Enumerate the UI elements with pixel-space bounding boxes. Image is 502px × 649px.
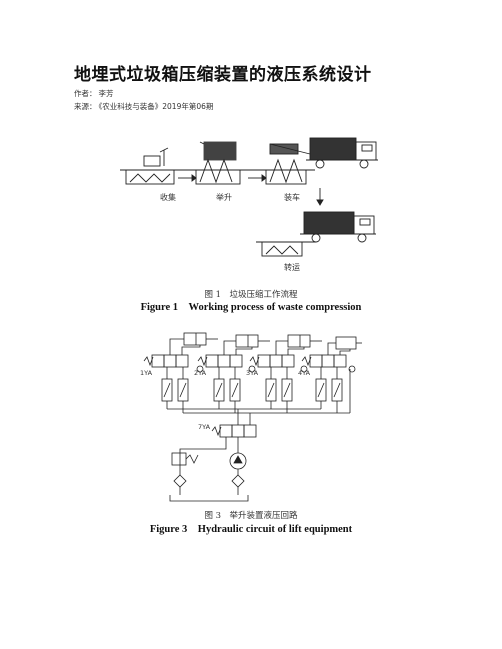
label-3ya: 3YA [246, 369, 259, 377]
article-title: 地埋式垃圾箱压缩装置的液压系统设计 [74, 65, 372, 85]
figure-3-caption-en: Figure 3 Hydraulic circuit of lift equip… [149, 524, 353, 535]
source-text: 《农业科技与装备》2019年第06期 [98, 102, 214, 111]
filter-2 [231, 474, 245, 488]
cylinder-3 [287, 334, 322, 348]
valve-2 [197, 354, 243, 368]
author-name: 李芳 [98, 89, 114, 98]
source-line: 来源：《农业科技与装备》2019年第06期 [74, 101, 213, 112]
valve-3 [249, 354, 295, 368]
pit-3 [265, 169, 307, 185]
pit-4 [261, 241, 303, 257]
author-label: 作者： [74, 89, 97, 98]
figure-3-hydraulic-circuit: 1YA 2YA 3YA 4YA 7YA [140, 332, 362, 502]
valve-1 [143, 354, 189, 368]
label-7ya: 7YA [198, 423, 211, 431]
flow-control-pairs [161, 378, 343, 402]
compactor-box [143, 155, 161, 167]
stage-label-lift: 举升 [216, 192, 232, 202]
label-1ya: 1YA [140, 369, 153, 377]
cylinder-4 [335, 336, 362, 350]
tank [169, 495, 249, 502]
filter-1 [173, 474, 187, 488]
scissor-lift-1 [129, 173, 171, 183]
label-4ya: 4YA [298, 369, 311, 377]
pit-1 [125, 169, 175, 185]
pit-2 [195, 169, 241, 185]
figure-3-caption-zh: 图 3 举升装置液压回路 [204, 511, 298, 521]
author-line: 作者：李芳 [74, 88, 114, 99]
stage-label-load: 装车 [284, 192, 300, 202]
truck-2-load [303, 211, 355, 235]
valve-7 [211, 424, 257, 438]
truck-1-load [309, 137, 357, 161]
waste-bin-raised [203, 141, 237, 161]
cylinder-2 [235, 334, 270, 348]
cylinder-1 [183, 332, 218, 346]
figure-1-caption-en: Figure 1 Working process of waste compre… [140, 302, 362, 313]
valve-4 [301, 354, 347, 368]
stage-label-transport: 转运 [284, 262, 300, 272]
stage-label-collect: 收集 [160, 192, 176, 202]
figure-1-caption-zh: 图 1 垃圾压缩工作流程 [204, 290, 298, 300]
relief-valve [171, 452, 187, 466]
label-2ya: 2YA [194, 369, 207, 377]
figure-1-process-diagram: 收集 举升 装车 转运 [120, 137, 378, 272]
source-label: 来源： [74, 102, 97, 111]
